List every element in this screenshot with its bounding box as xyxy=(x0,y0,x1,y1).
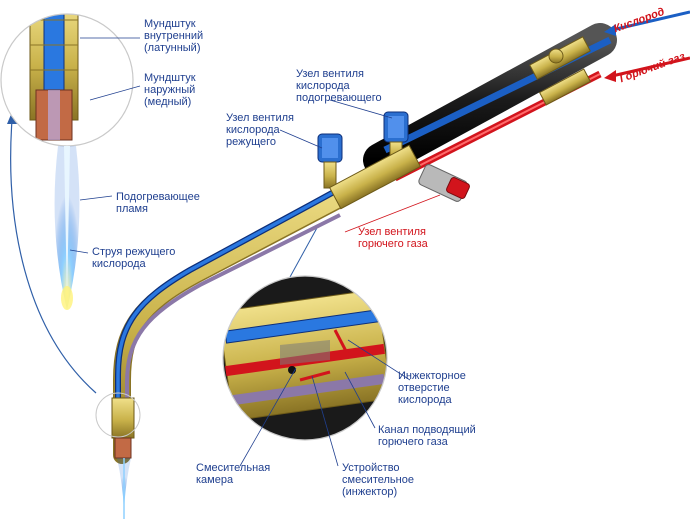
arc-arrowhead xyxy=(7,112,17,124)
outer-tip-label: Мундштук наружный (медный) xyxy=(144,72,196,108)
mixing-chamber-label: Смесительная камера xyxy=(196,462,271,486)
inner-tip-label: Мундштук внутренний (латунный) xyxy=(144,18,204,54)
fuel-gas-input-arrow xyxy=(611,56,690,78)
cutting-valve-body xyxy=(317,133,343,189)
arc-to-tip-detail xyxy=(10,119,97,394)
injector-hole-label: Инжекторное отверстие кислорода xyxy=(398,370,466,406)
gas-channel-label: Канал подводящий горючего газа xyxy=(378,424,476,448)
gas-valve-body xyxy=(418,164,470,202)
injector-detail xyxy=(223,276,387,440)
torch-tip xyxy=(111,397,135,519)
connector-injector-detail xyxy=(289,225,319,278)
preheat-valve-label: Узел вентиля кислорода подогревающего xyxy=(296,68,382,104)
cutting-valve-label: Узел вентиля кислорода режущего xyxy=(226,112,294,148)
torch-body xyxy=(113,27,612,464)
cutting-jet-label: Струя режущего кислорода xyxy=(92,246,176,270)
gas-valve-label: Узел вентиля горючего газа xyxy=(358,226,428,250)
tip-detail-ring xyxy=(95,392,141,438)
tip-detail xyxy=(1,14,133,146)
injector-device-label: Устройство смесительное (инжектор) xyxy=(342,462,414,498)
oxygen-input-arrow xyxy=(611,10,690,32)
preheat-flame-label: Подогревающее пламя xyxy=(116,191,200,215)
torch-handle xyxy=(363,23,617,182)
cutting-jet-shape xyxy=(64,146,70,300)
